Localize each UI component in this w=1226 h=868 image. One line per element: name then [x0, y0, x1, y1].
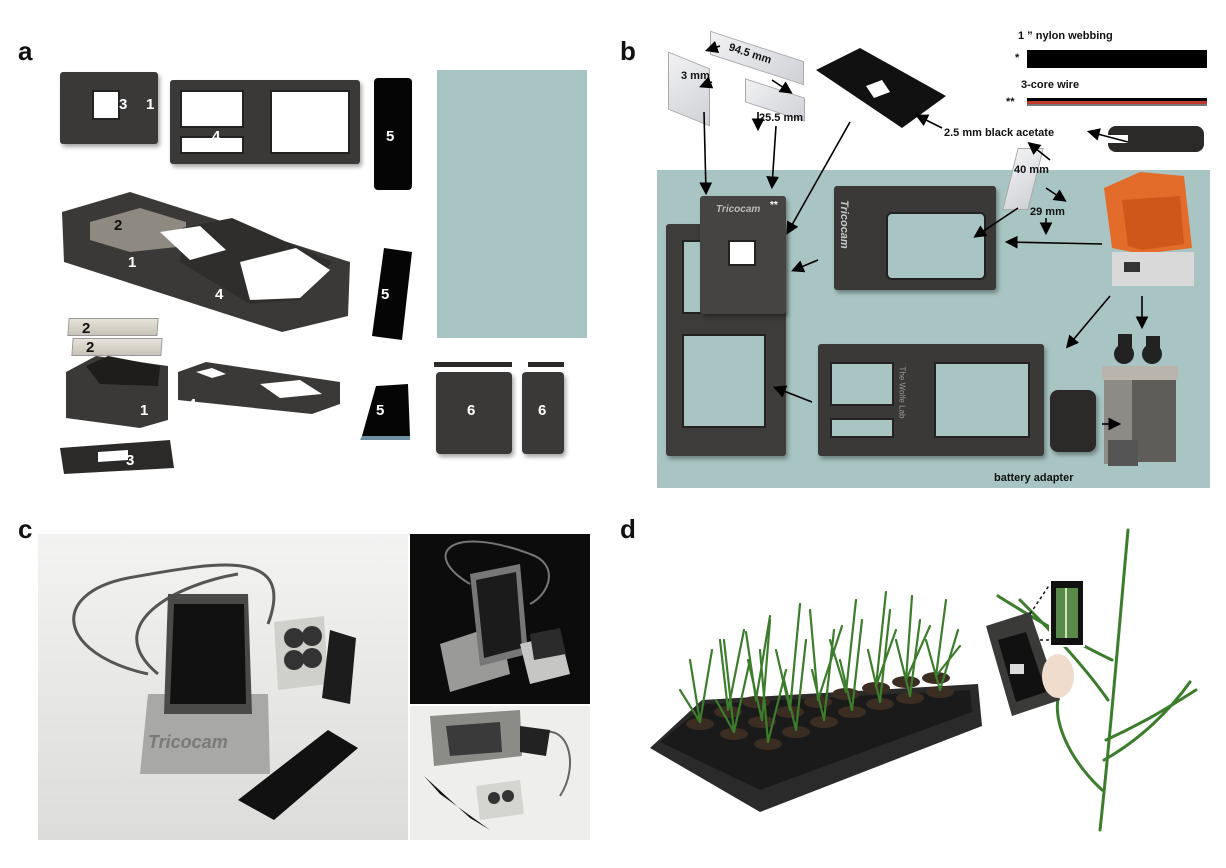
- window: [682, 334, 766, 428]
- part-number-6: 6: [538, 402, 547, 419]
- part-number-5: 5: [386, 128, 395, 145]
- label-wire: 3-core wire: [1021, 79, 1080, 91]
- frame-window: [830, 418, 894, 438]
- photo-top-right: [410, 534, 590, 704]
- tricocam-cover: [834, 186, 996, 290]
- wire-grey: [1027, 104, 1207, 106]
- part-frame-top: [170, 80, 360, 164]
- part-number-3: 3: [126, 452, 135, 469]
- part-number-2: 2: [82, 320, 91, 337]
- part-number-4: 4: [188, 396, 197, 413]
- battery-adapter-side: [522, 372, 564, 454]
- label-25mm: 25.5 mm: [759, 112, 804, 124]
- part-window: [180, 136, 244, 154]
- photo-bottom-right: [410, 706, 590, 840]
- part-cover-top: [60, 72, 158, 144]
- label-29mm: 29 mm: [1030, 206, 1065, 218]
- tricocam-logo: Tricocam: [148, 732, 228, 752]
- marker-mini: **: [770, 200, 778, 211]
- part-number-4: 4: [212, 128, 221, 145]
- photo-top-right-drawing: [440, 540, 570, 692]
- panel-letter-a: a: [18, 36, 33, 66]
- adapter-edge: [528, 362, 564, 367]
- part-number-5: 5: [381, 286, 390, 303]
- part-number-4: 4: [215, 286, 224, 303]
- label-nylon: 1 ” nylon webbing: [1018, 30, 1113, 42]
- battery-adapter: [1050, 390, 1096, 452]
- panel-letter-d: d: [620, 514, 636, 544]
- wire-red: [1027, 101, 1207, 104]
- label-acetate: 2.5 mm black acetate: [944, 127, 1055, 139]
- photo-bottom-right-drawing: [424, 710, 571, 830]
- acrylic-sheet: [437, 70, 587, 338]
- part-number-1: 1: [128, 254, 137, 271]
- part-number-6: 6: [467, 402, 476, 419]
- photo-main: Tricocam: [38, 534, 408, 840]
- battery-adapter-front: [436, 372, 512, 454]
- cover-window: [886, 212, 986, 280]
- logo-mini: Tricocam: [716, 204, 761, 215]
- part-window: [180, 90, 244, 128]
- part-backplate: [374, 78, 412, 190]
- part-window: [92, 90, 120, 120]
- part-number-3: 3: [119, 96, 128, 113]
- part-number-5: 5: [376, 402, 385, 419]
- panel-letter-c: c: [18, 514, 33, 544]
- adapter-edge: [434, 362, 512, 367]
- part-number-1: 1: [146, 96, 155, 113]
- label-double-star: **: [1006, 96, 1015, 108]
- panel-letter-b: b: [620, 36, 636, 66]
- frame-window: [830, 362, 894, 406]
- part-number-1: 1: [140, 402, 149, 419]
- frame-window: [934, 362, 1030, 438]
- nylon-webbing: [1027, 50, 1207, 68]
- camera-window: [728, 240, 756, 266]
- lab-frame: [818, 344, 1044, 456]
- camera-cover: [700, 196, 786, 314]
- wire-black: [1027, 98, 1207, 101]
- part-number-2: 2: [86, 339, 95, 356]
- photo-main-drawing: [72, 563, 358, 820]
- part-window: [270, 90, 350, 154]
- label-star: *: [1015, 52, 1020, 64]
- label-40mm: 40 mm: [1014, 164, 1049, 176]
- label-battery: battery adapter: [994, 472, 1074, 484]
- part-number-2: 2: [114, 217, 123, 234]
